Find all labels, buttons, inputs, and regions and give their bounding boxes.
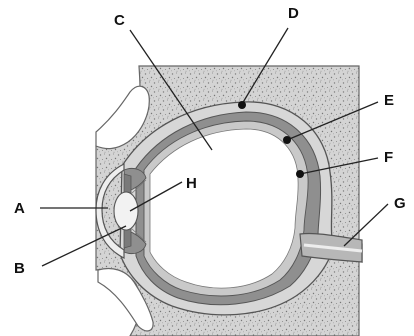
label-d-dot <box>238 101 246 109</box>
label-g: G <box>394 195 406 212</box>
label-b: B <box>14 260 25 277</box>
label-a: A <box>14 200 25 217</box>
label-f: F <box>384 149 393 166</box>
label-c: C <box>114 12 125 29</box>
label-e-dot <box>283 136 291 144</box>
vitreous-chamber <box>150 129 298 288</box>
label-h: H <box>186 175 197 192</box>
lens <box>114 192 138 230</box>
label-e: E <box>384 92 394 109</box>
label-f-dot <box>296 170 304 178</box>
label-d: D <box>288 5 299 22</box>
